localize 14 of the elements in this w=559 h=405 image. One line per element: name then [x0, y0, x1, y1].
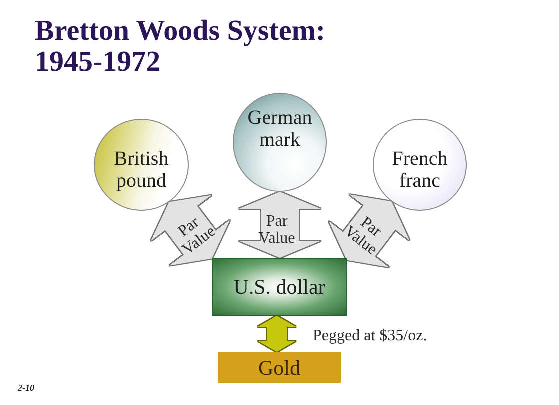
currency-box: [212, 258, 347, 316]
node-label: French franc: [391, 148, 449, 192]
double-arrow: [239, 192, 321, 258]
node-label: British pound: [113, 148, 170, 192]
node-label: Gold: [258, 356, 302, 380]
node-label: German mark: [246, 106, 314, 150]
slide-number: 2-10: [18, 383, 34, 393]
slide-title: Bretton Woods System: 1945-1972: [35, 16, 327, 78]
edge-label: Pegged at $35/oz.: [313, 328, 428, 344]
double-arrow: [258, 316, 296, 352]
asset-box: [218, 352, 341, 383]
edge-label: Par Value: [174, 212, 220, 260]
node-label: U.S. dollar: [232, 275, 326, 299]
edge-label: Par Value: [258, 213, 296, 247]
